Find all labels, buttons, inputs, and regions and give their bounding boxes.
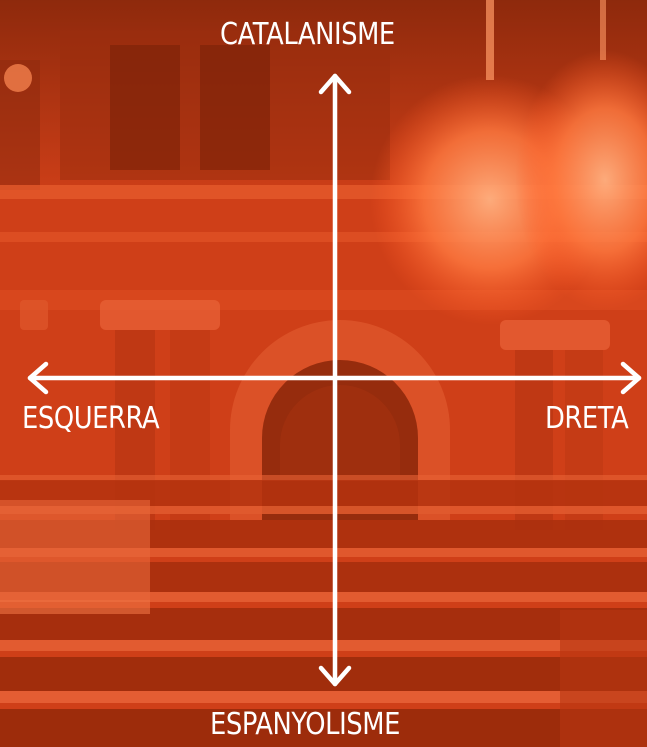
arrowhead-right — [620, 361, 642, 395]
arrowhead-down — [318, 665, 352, 687]
podium — [0, 500, 150, 600]
axis-label-right: DRETA — [545, 401, 629, 436]
axis-label-bottom: ESPANYOLISME — [210, 707, 400, 742]
arrowhead-left — [27, 361, 49, 395]
column-capital-left — [100, 300, 220, 330]
axis-label-left: ESQUERRA — [22, 401, 160, 436]
chandelier-right — [515, 50, 647, 310]
column-capital-right — [500, 320, 610, 350]
axis-label-top: CATALANISME — [220, 17, 395, 52]
arrowhead-up — [318, 73, 352, 95]
